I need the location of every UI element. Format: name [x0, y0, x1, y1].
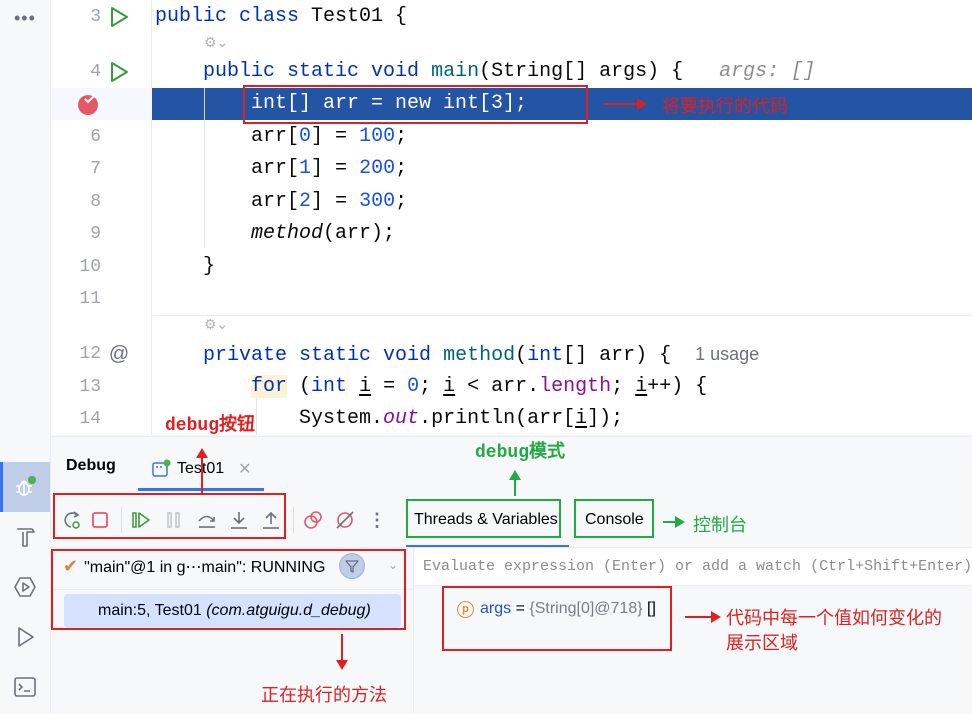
variables-pane: Evaluate expression (Enter) or add a wat… [415, 548, 972, 714]
code-line: 10 } [79, 255, 216, 278]
tab-threads-variables[interactable]: Threads & Variables [414, 511, 558, 528]
run-gutter-icon[interactable] [107, 5, 131, 29]
checkmark-icon: ✔ [63, 556, 79, 576]
step-out-button[interactable] [259, 508, 283, 532]
close-tab-icon[interactable]: ✕ [238, 461, 252, 478]
annotation-box-console [574, 499, 654, 538]
view-breakpoints-button[interactable] [301, 508, 325, 532]
annotation-box-threads-variables [406, 499, 561, 538]
annotation-console: 控制台 [693, 515, 747, 535]
pause-program-button[interactable] [162, 508, 186, 532]
annotation-box-frames [51, 549, 406, 630]
terminal-tool-button[interactable] [0, 662, 50, 712]
tab-console[interactable]: Console [585, 511, 644, 528]
code-editor[interactable]: 3 public class Test01 { ⚙⌄ 4 public stat… [51, 0, 972, 435]
usage-at-icon[interactable]: @ [108, 343, 130, 365]
code-text: int[] arr = new int[3]; [155, 92, 528, 115]
tool-window-strip: ••• [0, 0, 51, 714]
code-line: 14 System.out.println(arr[i]); [79, 407, 624, 430]
annotation-box-variables [442, 586, 672, 651]
code-text: public class Test01 { [155, 5, 408, 28]
stack-frame-item[interactable]: main:5, Test01 (com.atguigu.d_debug) [64, 594, 401, 628]
play-icon [18, 627, 34, 647]
step-over-button[interactable] [195, 508, 219, 532]
chevron-down-icon[interactable]: ⌄ [388, 558, 399, 572]
annotation-variables-line2: 展示区域 [726, 633, 798, 653]
hammer-icon [17, 528, 35, 547]
annotation-current-method: 正在执行的方法 [261, 685, 387, 705]
app-window-icon [152, 459, 171, 477]
code-line: 4 public static void main(String[] args)… [51, 56, 972, 88]
resume-program-button[interactable] [129, 508, 153, 532]
code-line: 6 arr[0] = 100; [90, 125, 408, 148]
code-line: 11 [79, 289, 101, 309]
debug-tool-button[interactable] [0, 462, 50, 512]
annotation-box-debug-toolbar [53, 493, 286, 539]
services-tool-button[interactable] [0, 562, 50, 612]
terminal-icon [14, 677, 36, 697]
annotation-debug-mode: debug模式 [475, 441, 566, 463]
variable-row[interactable]: p args = {String[0]@718} [] [457, 600, 656, 618]
code-text: public static void main(String[] args) {… [203, 60, 816, 83]
debug-toolbar: ⋮ [51, 497, 972, 542]
annotation-variables-line1: 代码中每一个值如何变化的 [726, 608, 942, 628]
more-icon[interactable]: ••• [14, 8, 36, 28]
annotation-executing-code: 将要执行的代码 [662, 96, 788, 116]
run-tool-button[interactable] [0, 612, 50, 662]
code-line: 7 arr[1] = 200; [90, 157, 408, 180]
thread-selector[interactable]: ✔ "main"@1 in g⋯main": RUNNING [63, 556, 326, 576]
evaluate-expression-input[interactable]: Evaluate expression (Enter) or add a wat… [415, 548, 972, 586]
debug-panel: Debug Test01 ✕ [51, 436, 972, 714]
editor-gutter [51, 0, 152, 435]
annotation-debug-buttons: debug按钮 [165, 414, 256, 436]
rerun-debug-button[interactable] [60, 508, 84, 532]
parameter-icon: p [457, 600, 474, 618]
code-line: 8 arr[2] = 300; [90, 190, 408, 213]
tab-test01[interactable]: Test01 ✕ [151, 451, 252, 487]
panel-title: Debug [66, 457, 116, 474]
current-execution-line: int[] arr = new int[3]; [51, 88, 972, 120]
ai-assistant-icon[interactable]: ⚙⌄ [204, 34, 229, 50]
annotation-box-current-line [243, 85, 588, 124]
ai-assistant-icon[interactable]: ⚙⌄ [204, 316, 229, 332]
bug-icon [16, 476, 36, 496]
code-line: 12 @ private static void method(int[] ar… [79, 343, 760, 367]
filter-button[interactable] [339, 553, 365, 579]
threads-frames-pane: ✔ "main"@1 in g⋯main": RUNNING ⌄ main:5,… [51, 548, 414, 714]
code-line: 13 for (int i = 0; i < arr.length; i++) … [79, 375, 708, 398]
code-line: 3 public class Test01 { [51, 1, 972, 33]
build-tool-button[interactable] [0, 512, 50, 562]
mute-breakpoints-button[interactable] [333, 508, 357, 532]
breakpoint-icon[interactable] [77, 92, 101, 116]
more-options-icon[interactable]: ⋮ [368, 509, 386, 530]
step-into-button[interactable] [227, 508, 251, 532]
filter-icon [345, 560, 359, 573]
stop-button[interactable] [88, 508, 112, 532]
run-gutter-icon[interactable] [107, 60, 131, 84]
code-line: 9 method(arr); [90, 222, 396, 245]
services-icon [14, 577, 36, 597]
